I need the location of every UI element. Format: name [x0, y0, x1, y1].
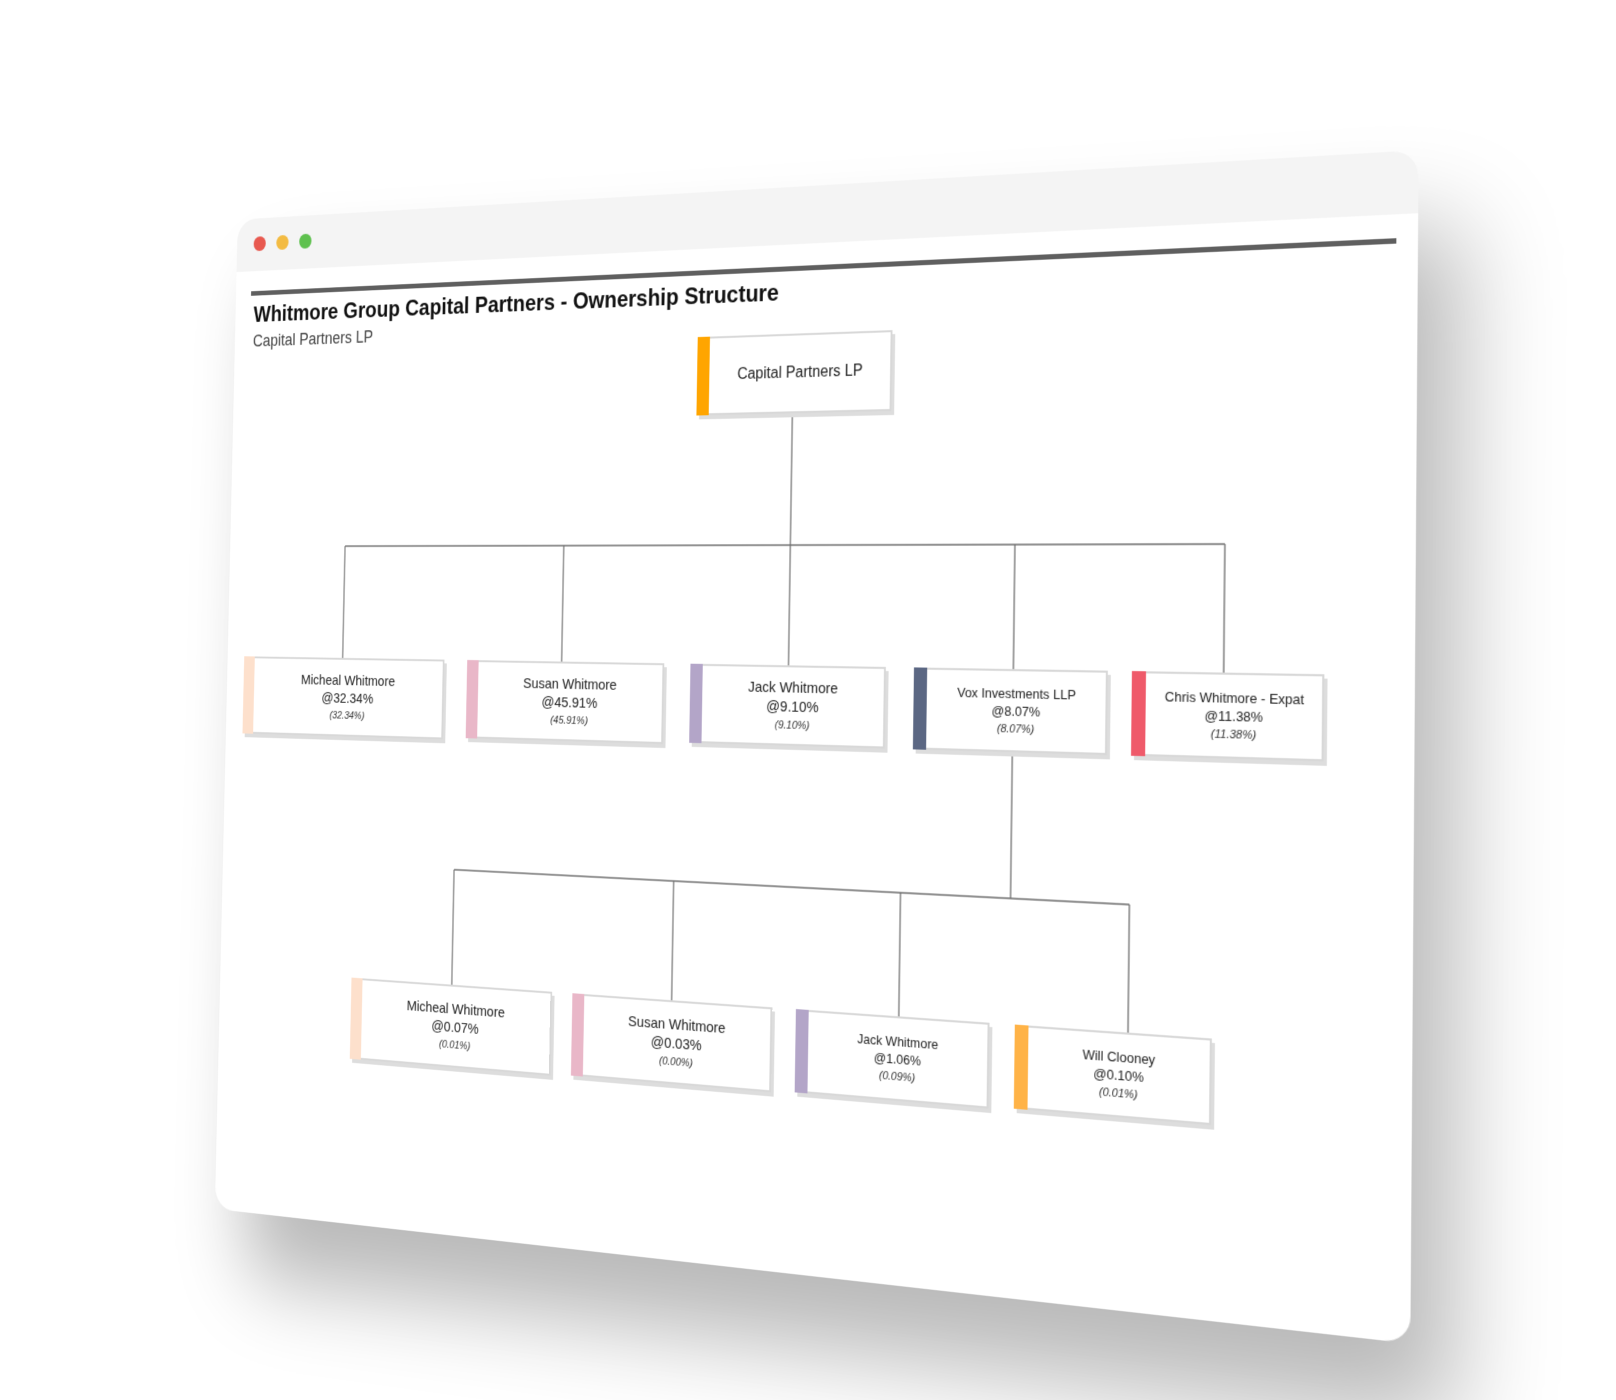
connector-line — [1011, 754, 1013, 898]
node-color-bar — [570, 993, 585, 1077]
connector-line — [343, 546, 345, 658]
node-color-bar — [912, 667, 928, 750]
node-name: Vox Investments LLP — [957, 684, 1076, 703]
node-stake: @45.91% — [541, 694, 598, 712]
node-color-bar — [1131, 671, 1147, 757]
sub-shareholder-node[interactable]: Micheal Whitmore @0.07% (0.01%) — [349, 977, 553, 1076]
node-effective-stake: (9.10%) — [774, 719, 810, 733]
node-color-bar — [794, 1009, 809, 1094]
node-effective-stake: (0.09%) — [878, 1069, 916, 1085]
sub-shareholder-node[interactable]: Jack Whitmore @1.06% (0.09%) — [794, 1009, 990, 1109]
sub-shareholder-node[interactable]: Will Clooney @0.10% (0.01%) — [1013, 1024, 1212, 1126]
connector-line — [1013, 545, 1015, 670]
node-name: Capital Partners LP — [737, 362, 863, 383]
node-effective-stake: (0.01%) — [1098, 1085, 1138, 1102]
node-effective-stake: (0.01%) — [438, 1038, 471, 1053]
node-name: Susan Whitmore — [523, 675, 617, 694]
connector-line — [1224, 544, 1225, 672]
shareholder-node[interactable]: Susan Whitmore @45.91% (45.91%) — [465, 659, 665, 745]
node-name: Micheal Whitmore — [406, 997, 505, 1022]
node-color-bar — [242, 656, 255, 734]
node-name: Chris Whitmore - Expat — [1164, 688, 1305, 708]
shareholder-node[interactable]: Chris Whitmore - Expat @11.38% (11.38%) — [1131, 671, 1325, 762]
shareholder-node[interactable]: Vox Investments LLP @8.07% (8.07%) — [912, 667, 1108, 756]
node-stake: @8.07% — [991, 702, 1041, 720]
node-color-bar — [465, 659, 479, 739]
connector-line — [788, 545, 790, 665]
shareholder-node[interactable]: Jack Whitmore @9.10% (9.10%) — [689, 663, 886, 749]
connector-line — [788, 413, 794, 545]
node-name: Jack Whitmore — [857, 1030, 939, 1053]
shareholder-node[interactable]: Micheal Whitmore @32.34% (32.34%) — [242, 656, 445, 740]
node-stake: @11.38% — [1204, 707, 1264, 726]
connector-line — [1128, 905, 1129, 1033]
sub-shareholder-node[interactable]: Susan Whitmore @0.03% (0.00%) — [570, 993, 773, 1093]
connector-line — [345, 544, 1225, 546]
connector-line — [454, 870, 1129, 905]
node-stake: @32.34% — [321, 690, 374, 708]
node-stake: @0.10% — [1093, 1065, 1144, 1086]
node-effective-stake: (8.07%) — [996, 722, 1035, 737]
node-color-bar — [696, 336, 711, 416]
node-effective-stake: (11.38%) — [1210, 728, 1257, 743]
connector-line — [899, 893, 901, 1017]
node-effective-stake: (0.00%) — [658, 1055, 693, 1070]
node-name: Micheal Whitmore — [300, 672, 396, 690]
node-stake: @0.07% — [431, 1017, 479, 1038]
node-effective-stake: (45.91%) — [550, 714, 588, 728]
node-stake: @9.10% — [766, 697, 819, 717]
node-stake: @1.06% — [873, 1049, 922, 1069]
node-color-bar — [1013, 1024, 1029, 1110]
node-name: Susan Whitmore — [628, 1013, 726, 1038]
connector-line — [452, 870, 454, 985]
root-node[interactable]: Capital Partners LP — [696, 330, 893, 416]
node-effective-stake: (32.34%) — [329, 709, 365, 723]
ownership-chart: Capital Partners LP Micheal Whitmore @32… — [215, 150, 1419, 1344]
node-color-bar — [349, 977, 363, 1060]
browser-window: Whitmore Group Capital Partners - Owners… — [214, 150, 1419, 1344]
connector-line — [562, 546, 564, 662]
node-name: Jack Whitmore — [747, 678, 839, 698]
node-stake: @0.03% — [650, 1033, 702, 1055]
connector-line — [672, 881, 674, 1000]
connector-lines — [215, 413, 1419, 1344]
node-color-bar — [689, 663, 703, 744]
